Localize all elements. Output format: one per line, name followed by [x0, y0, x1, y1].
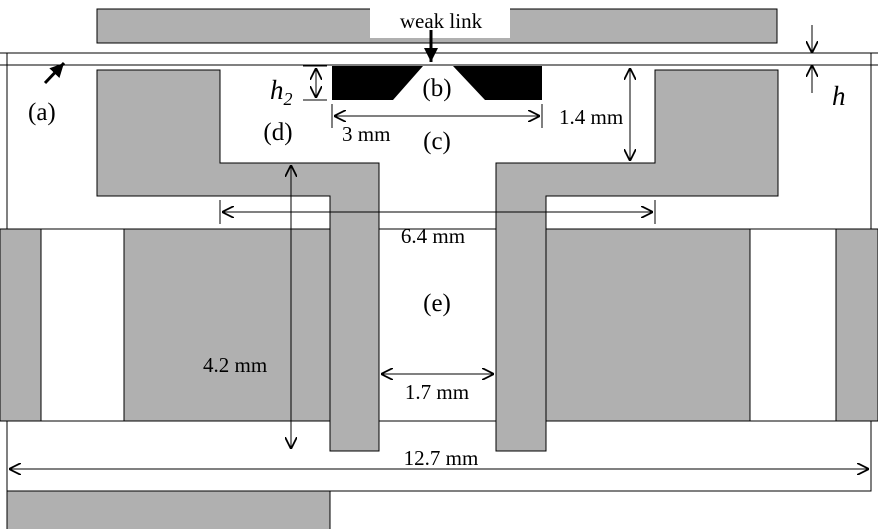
label-c: (c) [423, 128, 451, 155]
weak-link-label-box [370, 4, 510, 38]
dim-1-7mm-label: 1.7 mm [405, 380, 469, 404]
label-a: (a) [28, 99, 56, 126]
label-b: (b) [422, 75, 451, 102]
weak-link-label: weak link [400, 9, 483, 33]
weak-link-element [332, 66, 542, 100]
dim-1-4mm-label: 1.4 mm [559, 105, 623, 129]
bottom-left-gray-block [6, 490, 331, 529]
right-electrode [495, 69, 779, 452]
dim-3mm-label: 3 mm [342, 122, 390, 146]
label-d: (d) [263, 119, 292, 146]
left-electrode [96, 69, 380, 452]
right-lower-gray-block [545, 228, 751, 422]
dim-4-2mm-label: 4.2 mm [203, 353, 267, 377]
film-pointer-arrow [43, 61, 66, 85]
dim-6-4mm-label: 6.4 mm [401, 224, 465, 248]
label-h2: h2 [270, 75, 293, 109]
dim-12-7mm-label: 12.7 mm [404, 446, 479, 470]
label-h2-subscript: 2 [284, 89, 293, 109]
label-h: h [832, 81, 846, 111]
left-edge-gray-strip [0, 228, 42, 422]
label-e: (e) [423, 290, 451, 317]
bottom-white-plate [6, 420, 872, 492]
right-edge-gray-strip [835, 228, 878, 422]
label-h2-base: h [270, 75, 284, 105]
left-lower-gray-block [123, 228, 331, 422]
